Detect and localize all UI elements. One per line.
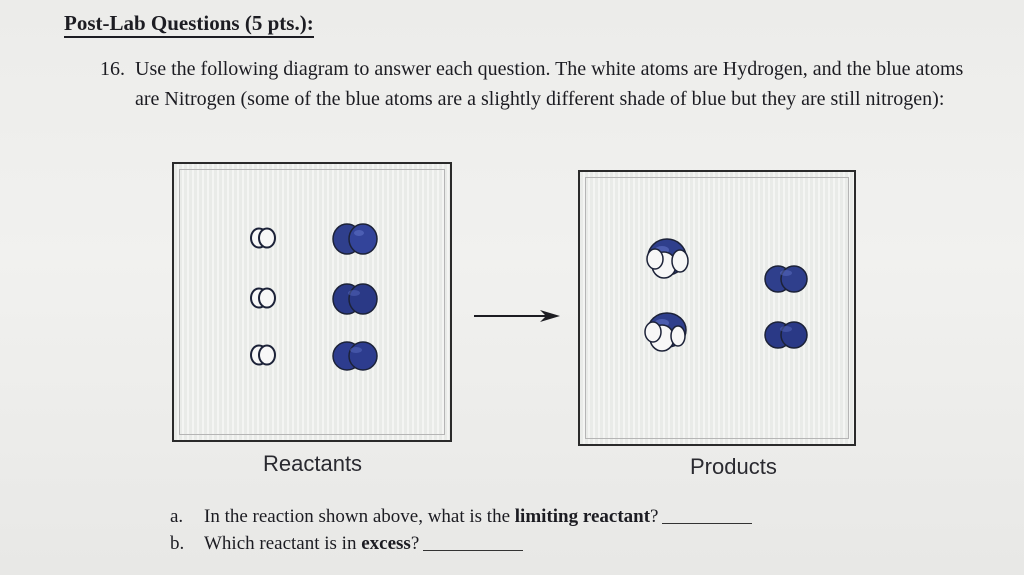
part-a-bold-term: limiting reactant (514, 506, 651, 527)
products-label: Products (690, 454, 777, 479)
section-heading: Post-Lab Questions (5 pts.): (64, 10, 314, 38)
nitrogen-molecule (332, 283, 378, 315)
question-part-b: b. Which reactant is in excess? (170, 532, 524, 556)
ammonia-molecule (646, 238, 689, 279)
question-text: Use the following diagram to answer each… (135, 58, 964, 110)
reactants-label: Reactants (263, 451, 363, 476)
question-16: 16. Use the following diagram to answer … (100, 54, 970, 114)
question-part-a: a. In the reaction shown above, what is t… (170, 505, 753, 529)
part-b-text: Which reactant is in (204, 533, 362, 554)
part-a-question-mark: ? (650, 506, 659, 527)
part-a-text: In the reaction shown above, what is the (204, 506, 515, 527)
nitrogen-molecule (332, 223, 378, 255)
products-inner-frame (585, 177, 849, 439)
part-b-bold-term: excess (361, 533, 411, 554)
answer-blank-a[interactable] (662, 522, 753, 524)
nitrogen-molecule (764, 321, 808, 349)
nitrogen-molecule (332, 341, 378, 371)
reactants-inner-frame (179, 169, 445, 435)
hydrogen-molecule (250, 227, 276, 249)
hydrogen-molecule (250, 344, 276, 366)
nitrogen-molecule (764, 265, 808, 293)
part-b-letter: b. (170, 533, 185, 554)
part-b-question-mark: ? (410, 533, 420, 554)
question-number: 16. (100, 58, 125, 80)
reactants-box (172, 162, 452, 442)
products-box (578, 170, 856, 446)
hydrogen-molecule (250, 287, 276, 309)
answer-blank-b[interactable] (423, 549, 524, 551)
reaction-arrow-icon (474, 310, 560, 322)
ammonia-molecule (644, 312, 687, 352)
part-a-letter: a. (170, 506, 184, 527)
